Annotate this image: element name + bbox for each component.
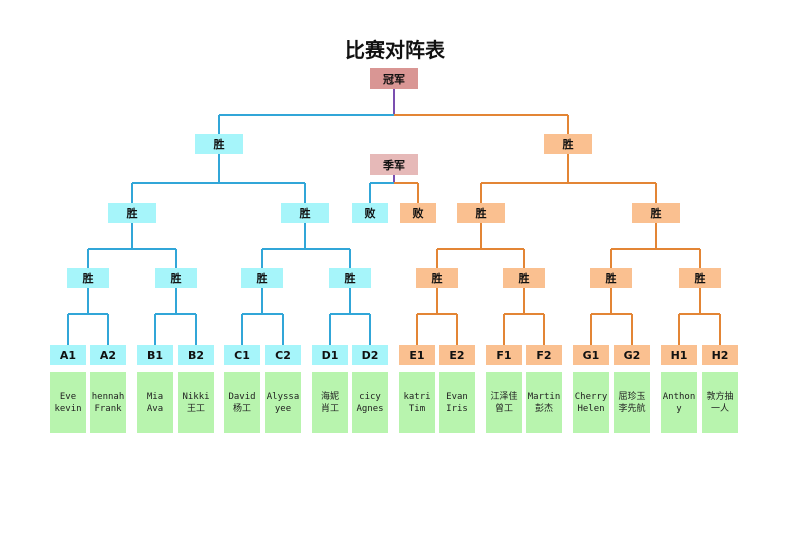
seed-label: B2 (178, 345, 214, 365)
player-names-box: David 杨工 (224, 372, 260, 433)
player-names-box: Cherry Helen (573, 372, 609, 433)
player-names-box: 屈珍玉 李先航 (614, 372, 650, 433)
player-names-box: Martin 彭杰 (526, 372, 562, 433)
player-names-box: Eve kevin (50, 372, 86, 433)
player-names-box: Nikki 王工 (178, 372, 214, 433)
seed-label: G2 (614, 345, 650, 365)
seed-label: E2 (439, 345, 475, 365)
quarterfinal-winner-box: 胜 (108, 203, 156, 223)
seed-label: D1 (312, 345, 348, 365)
round1-winner-box: 胜 (590, 268, 632, 288)
player-names-box: 海妮 肖工 (312, 372, 348, 433)
quarterfinal-winner-box: 胜 (632, 203, 680, 223)
player-names-box: 敦方抽 一人 (702, 372, 738, 433)
player-names-box: katri Tim (399, 372, 435, 433)
third-place-box: 季军 (370, 154, 418, 175)
seed-label: B1 (137, 345, 173, 365)
third-place-right-loser: 败 (400, 203, 436, 223)
round1-winner-box: 胜 (416, 268, 458, 288)
round1-winner-box: 胜 (329, 268, 371, 288)
player-names-box: 江泽佳 曾工 (486, 372, 522, 433)
round1-winner-box: 胜 (503, 268, 545, 288)
player-names-box: cicy Agnes (352, 372, 388, 433)
player-names-box: Evan Iris (439, 372, 475, 433)
round1-winner-box: 胜 (679, 268, 721, 288)
semifinal-winner-box: 胜 (544, 134, 592, 154)
seed-label: F2 (526, 345, 562, 365)
seed-label: C1 (224, 345, 260, 365)
seed-label: C2 (265, 345, 301, 365)
quarterfinal-winner-box: 胜 (281, 203, 329, 223)
seed-label: A1 (50, 345, 86, 365)
round1-winner-box: 胜 (155, 268, 197, 288)
round1-winner-box: 胜 (67, 268, 109, 288)
seed-label: H2 (702, 345, 738, 365)
player-names-box: Mia Ava (137, 372, 173, 433)
round1-winner-box: 胜 (241, 268, 283, 288)
seed-label: H1 (661, 345, 697, 365)
third-place-left-loser: 败 (352, 203, 388, 223)
seed-label: A2 (90, 345, 126, 365)
seed-label: E1 (399, 345, 435, 365)
seed-label: G1 (573, 345, 609, 365)
champion-box: 冠军 (370, 68, 418, 89)
quarterfinal-winner-box: 胜 (457, 203, 505, 223)
player-names-box: Alyssa yee (265, 372, 301, 433)
player-names-box: hennah Frank (90, 372, 126, 433)
page-title: 比赛对阵表 (345, 38, 445, 62)
player-names-box: Anthon y (661, 372, 697, 433)
seed-label: D2 (352, 345, 388, 365)
seed-label: F1 (486, 345, 522, 365)
semifinal-winner-box: 胜 (195, 134, 243, 154)
